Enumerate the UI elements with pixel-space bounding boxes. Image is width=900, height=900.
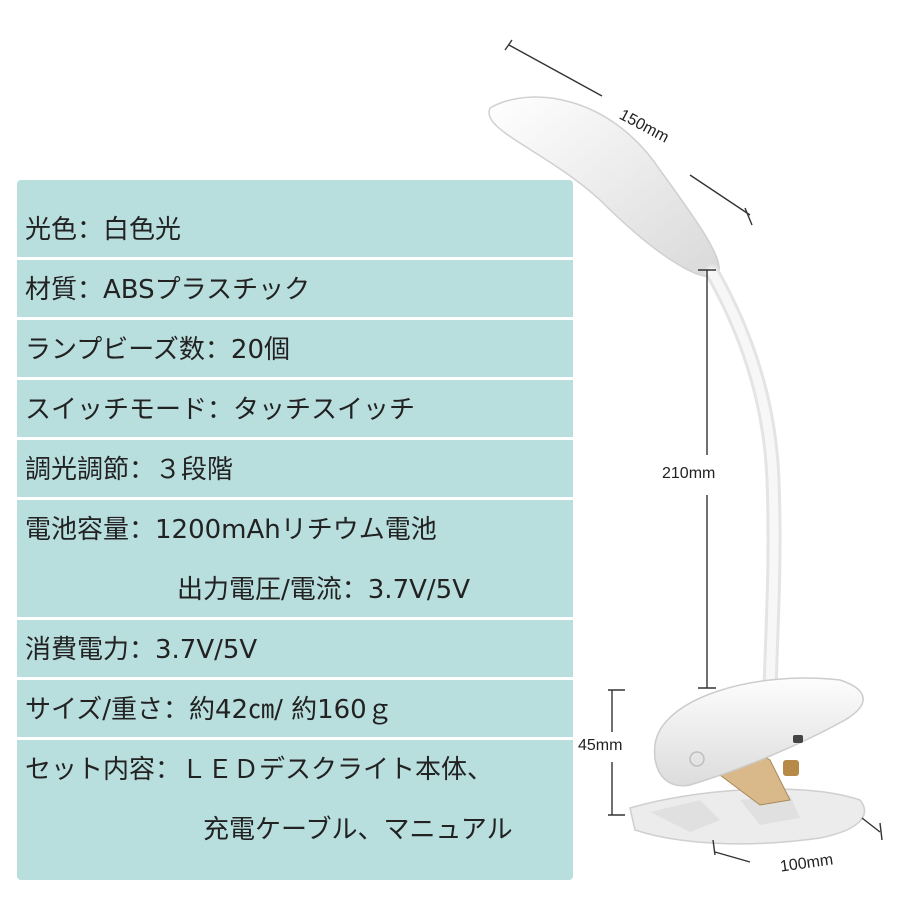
spec-row-battery: 電池容量：1200mAhリチウム電池 [17,500,573,560]
spec-battery: 電池容量：1200mAhリチウム電池 [25,515,437,545]
clip-height-label: 45mm [578,737,623,754]
spec-row-size-weight: サイズ/重さ：約42㎝/ 約160ｇ [17,680,573,740]
spec-row-dimming: 調光調節：３段階 [17,440,573,500]
spec-row-contents-cont: 充電ケーブル、マニュアル [17,800,573,860]
spec-bead-count: ランプビーズ数：20個 [25,335,291,365]
spec-row-power: 消費電力：3.7V/5V [17,620,573,680]
spec-row-output: 出力電圧/電流：3.7V/5V [17,560,573,620]
spec-row-material: 材質：ABSプラスチック [17,260,573,320]
spec-panel: 光色：白色光 材質：ABSプラスチック ランプビーズ数：20個 スイッチモード：… [17,180,573,880]
spec-row-switch-mode: スイッチモード：タッチスイッチ [17,380,573,440]
spec-row-bead-count: ランプビーズ数：20個 [17,320,573,380]
spec-light-color: 光色：白色光 [25,215,182,245]
neck-height-label: 210mm [662,465,716,482]
spec-dimming: 調光調節：３段階 [25,455,234,485]
spec-output: 出力電圧/電流：3.7V/5V [177,575,470,605]
dimension-lines [504,39,883,863]
lamp-clip-base [629,677,866,845]
spec-material: 材質：ABSプラスチック [25,275,311,305]
spec-row-contents: セット内容：ＬＥＤデスクライト本体、 [17,740,573,800]
spec-row-light-color: 光色：白色光 [17,200,573,260]
spec-switch-mode: スイッチモード：タッチスイッチ [25,395,416,425]
spec-contents: セット内容：ＬＥＤデスクライト本体、 [25,755,494,785]
spec-power: 消費電力：3.7V/5V [25,635,258,665]
spec-contents-cont: 充電ケーブル、マニュアル [203,815,513,845]
lamp-neck [704,264,782,698]
spec-size-weight: サイズ/重さ：約42㎝/ 約160ｇ [25,695,393,725]
